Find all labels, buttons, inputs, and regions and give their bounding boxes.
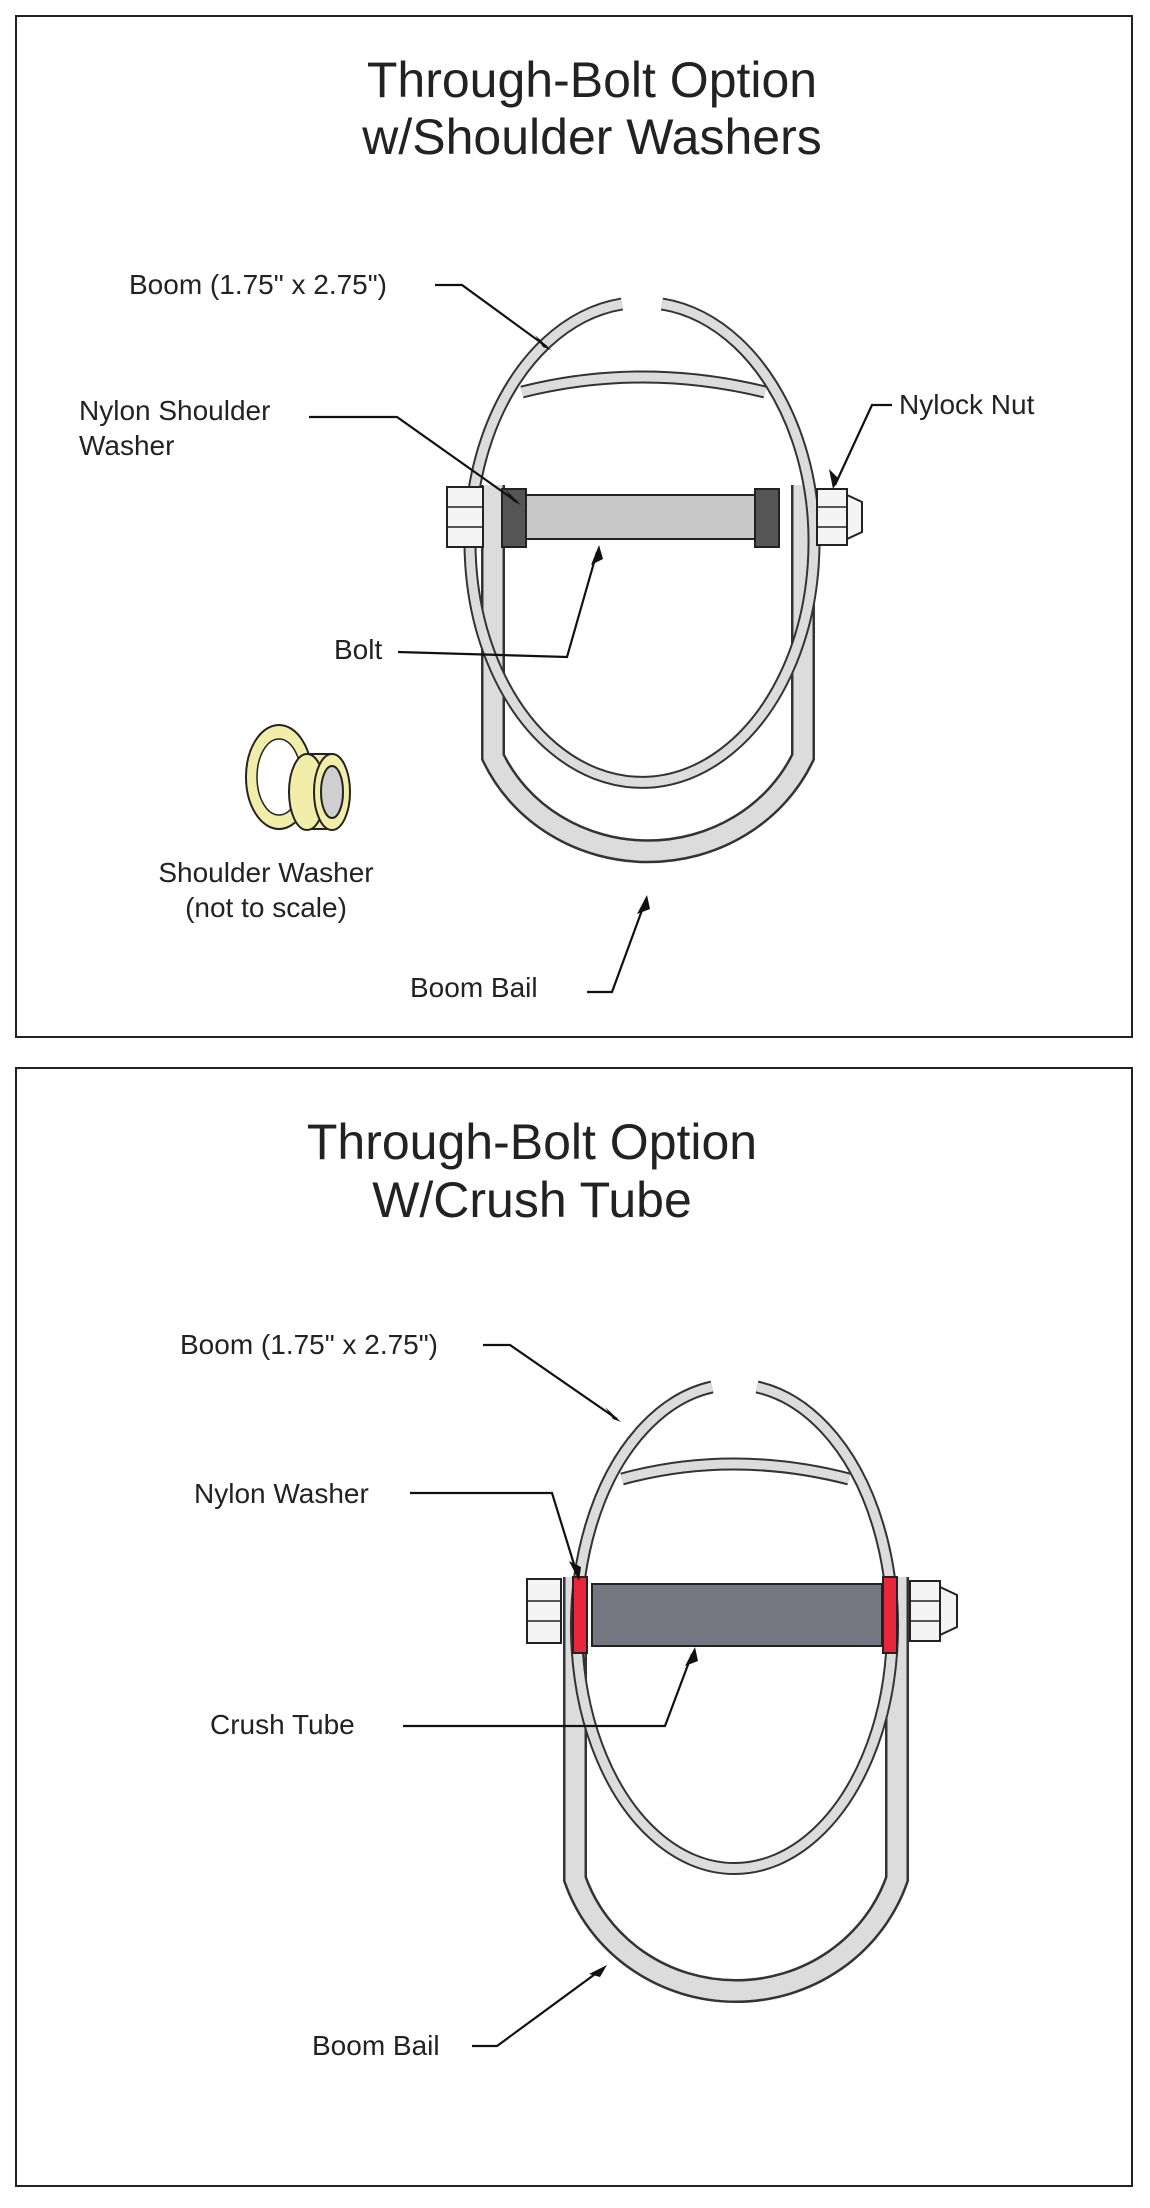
- panel-crush-tube: Through-Bolt Option W/Crush Tube Boom (1…: [15, 1067, 1133, 2187]
- shoulder-washer-left: [501, 488, 527, 548]
- leader-boom-bail: [587, 901, 647, 994]
- label-nylock-nut: Nylock Nut: [899, 389, 1035, 420]
- title-line-1: Through-Bolt Option: [307, 1114, 757, 1170]
- bolt-head: [526, 1578, 562, 1644]
- leader-boom-bail: [472, 1968, 603, 2048]
- label-shoulder-washer-line-1: Shoulder Washer: [158, 857, 373, 888]
- leader-nylon-shoulder-washer: [309, 415, 518, 503]
- label-bolt: Bolt: [334, 634, 382, 665]
- label-boom-bail: Boom Bail: [312, 2030, 440, 2061]
- bolt: [506, 494, 778, 540]
- nylon-washer-left: [572, 1576, 588, 1654]
- title-line-2: w/Shoulder Washers: [361, 109, 821, 165]
- shoulder-washer-detail: [245, 724, 351, 831]
- nylock-nut: [909, 1580, 958, 1642]
- boom-bail: [563, 1577, 909, 2003]
- label-boom: Boom (1.75" x 2.75"): [129, 269, 387, 300]
- diagram-crush-tube: Through-Bolt Option W/Crush Tube Boom (1…: [180, 1114, 958, 2061]
- label-boom-bail: Boom Bail: [410, 972, 538, 1003]
- crush-tube: [591, 1583, 883, 1647]
- label-nylon-shoulder-washer-line-1: Nylon Shoulder: [79, 395, 270, 426]
- boom-section: [570, 1380, 899, 1876]
- nylon-washer-right: [882, 1576, 898, 1654]
- leader-nylon-washer: [410, 1491, 579, 1575]
- shoulder-washer-right: [754, 488, 780, 548]
- leader-bolt: [397, 551, 599, 659]
- label-boom: Boom (1.75" x 2.75"): [180, 1329, 438, 1360]
- title-line-1: Through-Bolt Option: [367, 52, 817, 108]
- boom-bail: [481, 485, 815, 864]
- boom-section: [463, 297, 821, 789]
- leader-boom: [483, 1343, 618, 1420]
- panel-shoulder-washers: Through-Bolt Option w/Shoulder Washers: [15, 15, 1133, 1038]
- label-nylon-washer: Nylon Washer: [194, 1478, 369, 1509]
- leader-nylock-nut: [834, 403, 892, 486]
- title-line-2: W/Crush Tube: [372, 1172, 692, 1228]
- diagram-shoulder-washers: Through-Bolt Option w/Shoulder Washers: [79, 52, 1035, 1003]
- label-crush-tube: Crush Tube: [210, 1709, 355, 1740]
- bolt-head: [446, 486, 484, 548]
- nylock-nut: [816, 488, 863, 546]
- label-nylon-shoulder-washer-line-2: Washer: [79, 430, 174, 461]
- label-shoulder-washer-line-2: (not to scale): [185, 892, 347, 923]
- leader-crush-tube: [403, 1653, 694, 1728]
- leader-boom: [435, 283, 548, 348]
